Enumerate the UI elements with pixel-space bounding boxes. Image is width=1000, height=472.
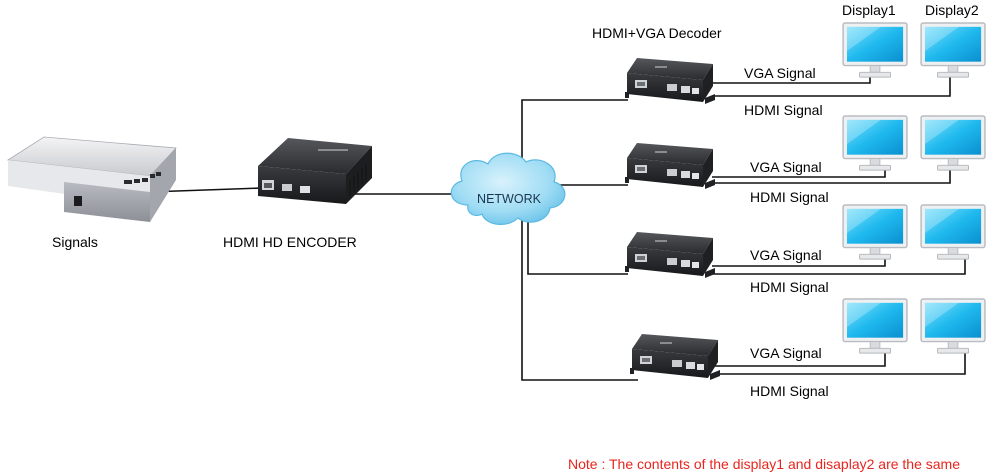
display1-monitor-row2 (842, 115, 908, 171)
decoder-label: HDMI+VGA Decoder (592, 25, 722, 41)
display2-monitor-row3 (920, 204, 986, 260)
row1-hdmi-label: HDMI Signal (744, 102, 823, 118)
decoder-device-3 (625, 232, 715, 278)
display1-monitor-row1 (842, 22, 908, 78)
decoder-device-1 (625, 58, 715, 104)
signal-source-device (6, 136, 177, 222)
row4-hdmi-label: HDMI Signal (750, 383, 829, 399)
row1-hdmi-line (712, 72, 951, 97)
network-trunk-outer (521, 218, 638, 381)
row1-vga-label: VGA Signal (744, 65, 816, 81)
row3-vga-label: VGA Signal (750, 247, 822, 263)
display2-monitor-row2 (920, 115, 986, 171)
decoder-device-4 (630, 334, 720, 380)
network-decoder3-link (527, 222, 628, 275)
row4-hdmi-line (715, 350, 966, 375)
row3-hdmi-line (712, 254, 966, 275)
display1-monitor-row3 (842, 204, 908, 260)
signals-label: Signals (52, 234, 98, 250)
row2-hdmi-label: HDMI Signal (750, 189, 829, 205)
row2-hdmi-line (712, 165, 951, 184)
note-text: Note : The contents of the display1 and … (568, 456, 960, 472)
display1-label: Display1 (842, 2, 896, 18)
row4-vga-line (715, 350, 886, 367)
display2-label: Display2 (925, 2, 979, 18)
connection-lines (119, 72, 966, 381)
row3-hdmi-label: HDMI Signal (750, 279, 829, 295)
decoder-device-2 (625, 143, 715, 189)
network-label: NETWORK (477, 192, 542, 206)
network-cloud: NETWORK (450, 152, 566, 225)
hdmi-encoder-device (258, 138, 372, 204)
row2-vga-label: VGA Signal (750, 159, 822, 175)
network-decoder1-link (521, 99, 628, 176)
encoder-label: HDMI HD ENCODER (223, 234, 357, 250)
display2-monitor-row4 (920, 298, 986, 354)
row4-vga-label: VGA Signal (750, 345, 822, 361)
display1-monitor-row4 (842, 298, 908, 354)
display2-monitor-row1 (920, 22, 986, 78)
